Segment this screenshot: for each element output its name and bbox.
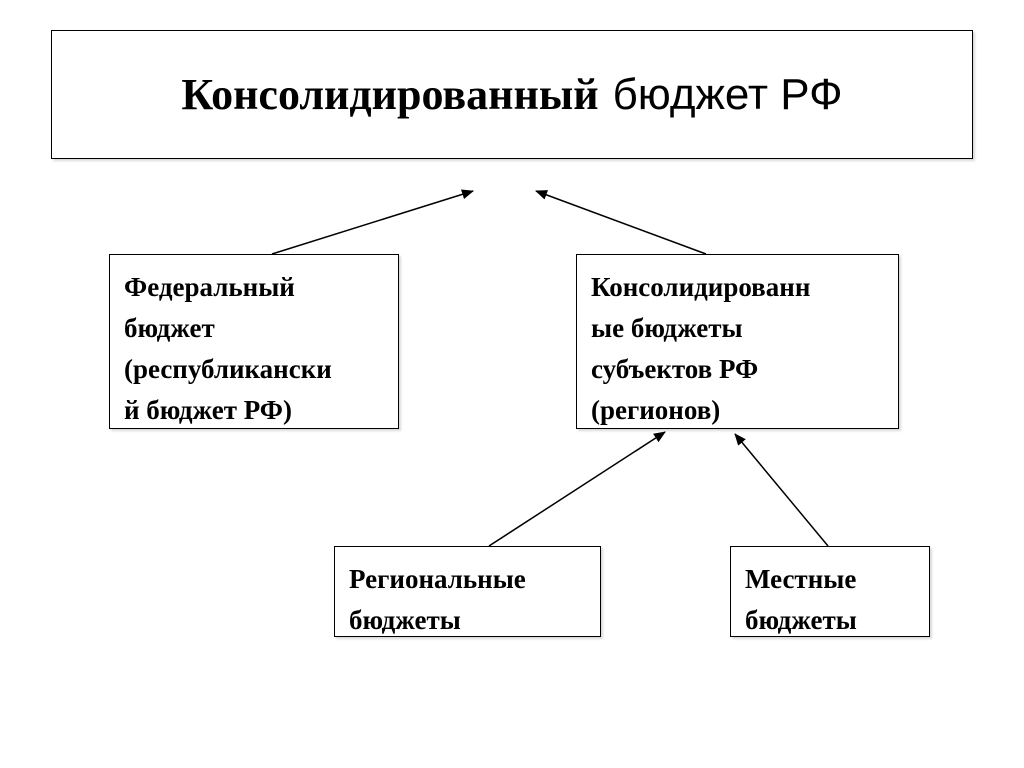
regions-budget-line-3: субъектов РФ — [591, 354, 759, 384]
title-normal-part: бюджет РФ — [612, 69, 843, 119]
arrow-regions-to-consolidated — [535, 190, 707, 255]
arrow-federal-to-consolidated — [271, 189, 474, 255]
local-budgets-box: Местные бюджеты — [730, 546, 930, 637]
regional-budgets-line-1: Региональные — [349, 564, 526, 594]
federal-budget-box: Федеральный бюджет (республикански й бюд… — [109, 254, 399, 429]
regions-budget-line-2: ые бюджеты — [591, 313, 743, 343]
arrow-regional-to-regions — [488, 431, 666, 547]
federal-budget-line-4: й бюджет РФ) — [124, 395, 292, 425]
regional-budgets-box: Региональные бюджеты — [334, 546, 601, 637]
regions-consolidated-budget-box: Консолидированн ые бюджеты субъектов РФ … — [576, 254, 899, 429]
local-budgets-line-2: бюджеты — [745, 605, 857, 635]
federal-budget-line-3: (республикански — [124, 354, 332, 384]
regions-budget-line-4: (регионов) — [591, 395, 721, 425]
arrow-local-to-regions — [734, 433, 829, 547]
regions-budget-line-1: Консолидированн — [591, 272, 811, 302]
local-budgets-line-1: Местные — [745, 564, 857, 594]
title-bold-part: Консолидированный — [181, 70, 599, 119]
regional-budgets-line-2: бюджеты — [349, 605, 461, 635]
consolidated-budget-title-box: Консолидированный бюджет РФ — [51, 30, 973, 159]
federal-budget-line-1: Федеральный — [124, 272, 295, 302]
federal-budget-line-2: бюджет — [124, 313, 215, 343]
